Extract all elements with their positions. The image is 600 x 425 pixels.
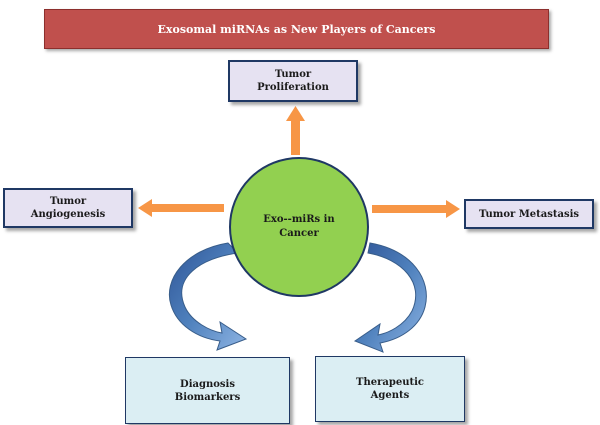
node-tumor-proliferation-line1: Tumor (274, 69, 312, 80)
node-tumor-metastasis-label: Tumor Metastasis (478, 208, 580, 220)
node-tumor-angiogenesis-line1: Tumor (49, 196, 87, 207)
title-text: Exosomal miRNAs as New Players of Cancer… (157, 22, 436, 36)
arrow-left-angiogenesis (138, 199, 224, 217)
curved-arrow-diagnosis (169, 242, 248, 351)
center-exo-mirs-circle: Exo--miRs in Cancer (229, 157, 369, 297)
arrow-right-metastasis (372, 200, 460, 218)
title-banner: Exosomal miRNAs as New Players of Cancer… (44, 9, 549, 49)
node-tumor-proliferation-line2: Proliferation (257, 82, 329, 93)
center-line1: Exo--miRs in (263, 214, 335, 225)
curved-arrow-therapeutic (353, 242, 427, 353)
node-tumor-proliferation: Tumor Proliferation (228, 60, 358, 102)
node-tumor-angiogenesis-line2: Angiogenesis (30, 209, 106, 220)
node-diagnosis-line2: Biomarkers (174, 391, 241, 403)
node-tumor-metastasis: Tumor Metastasis (464, 199, 594, 229)
arrow-up-proliferation (286, 106, 305, 155)
node-tumor-angiogenesis: Tumor Angiogenesis (3, 188, 133, 228)
node-therapeutic-line2: Agents (370, 390, 410, 401)
center-line2: Cancer (279, 228, 319, 239)
node-therapeutic-line1: Therapeutic (356, 377, 424, 388)
node-diagnosis-line1: Diagnosis (180, 378, 235, 390)
node-diagnosis-biomarkers: Diagnosis Biomarkers (125, 357, 290, 424)
node-therapeutic-agents: Therapeutic Agents (315, 356, 465, 422)
